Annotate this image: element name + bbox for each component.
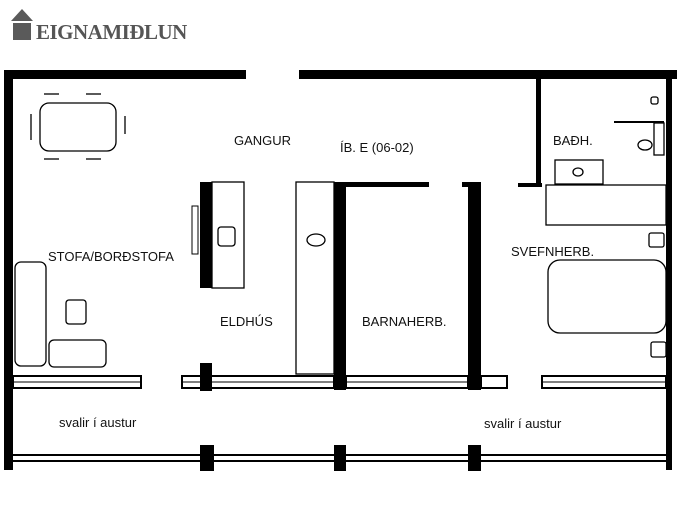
wall-left	[4, 70, 13, 470]
wall-right	[666, 70, 672, 470]
wall-kitchen	[200, 182, 212, 288]
side-table	[65, 299, 87, 325]
wall-top-left	[4, 70, 246, 79]
wall-kids-left	[334, 182, 346, 390]
counter-right	[295, 181, 335, 375]
wall-bath	[536, 79, 541, 187]
sofa	[14, 261, 47, 367]
label-living: STOFA/BORÐSTOFA	[48, 249, 174, 264]
wall-top-right	[299, 70, 677, 79]
brand-name: EIGNAMIÐLUN	[36, 20, 187, 44]
brand-logo: EIGNAMIÐLUN	[10, 8, 187, 44]
dining-table	[39, 102, 117, 152]
label-unit: ÍB. E (06-02)	[340, 140, 414, 155]
bed	[547, 259, 667, 334]
label-kitchen: ELDHÚS	[220, 314, 273, 329]
bathtub	[545, 184, 667, 226]
label-bedroom: SVEFNHERB.	[511, 244, 595, 259]
kitchen-sink	[217, 226, 236, 247]
label-balcony-left: svalir í austur	[59, 415, 137, 430]
house-icon	[11, 9, 33, 40]
label-bath: BAÐH.	[553, 133, 593, 148]
label-hall: GANGUR	[234, 133, 292, 148]
label-balcony-right: svalir í austur	[484, 416, 562, 431]
wall-kids-top	[334, 182, 429, 187]
stove-burner	[306, 233, 326, 247]
wall-kids-right	[468, 182, 481, 390]
label-kids-room: BARNAHERB.	[362, 314, 447, 329]
